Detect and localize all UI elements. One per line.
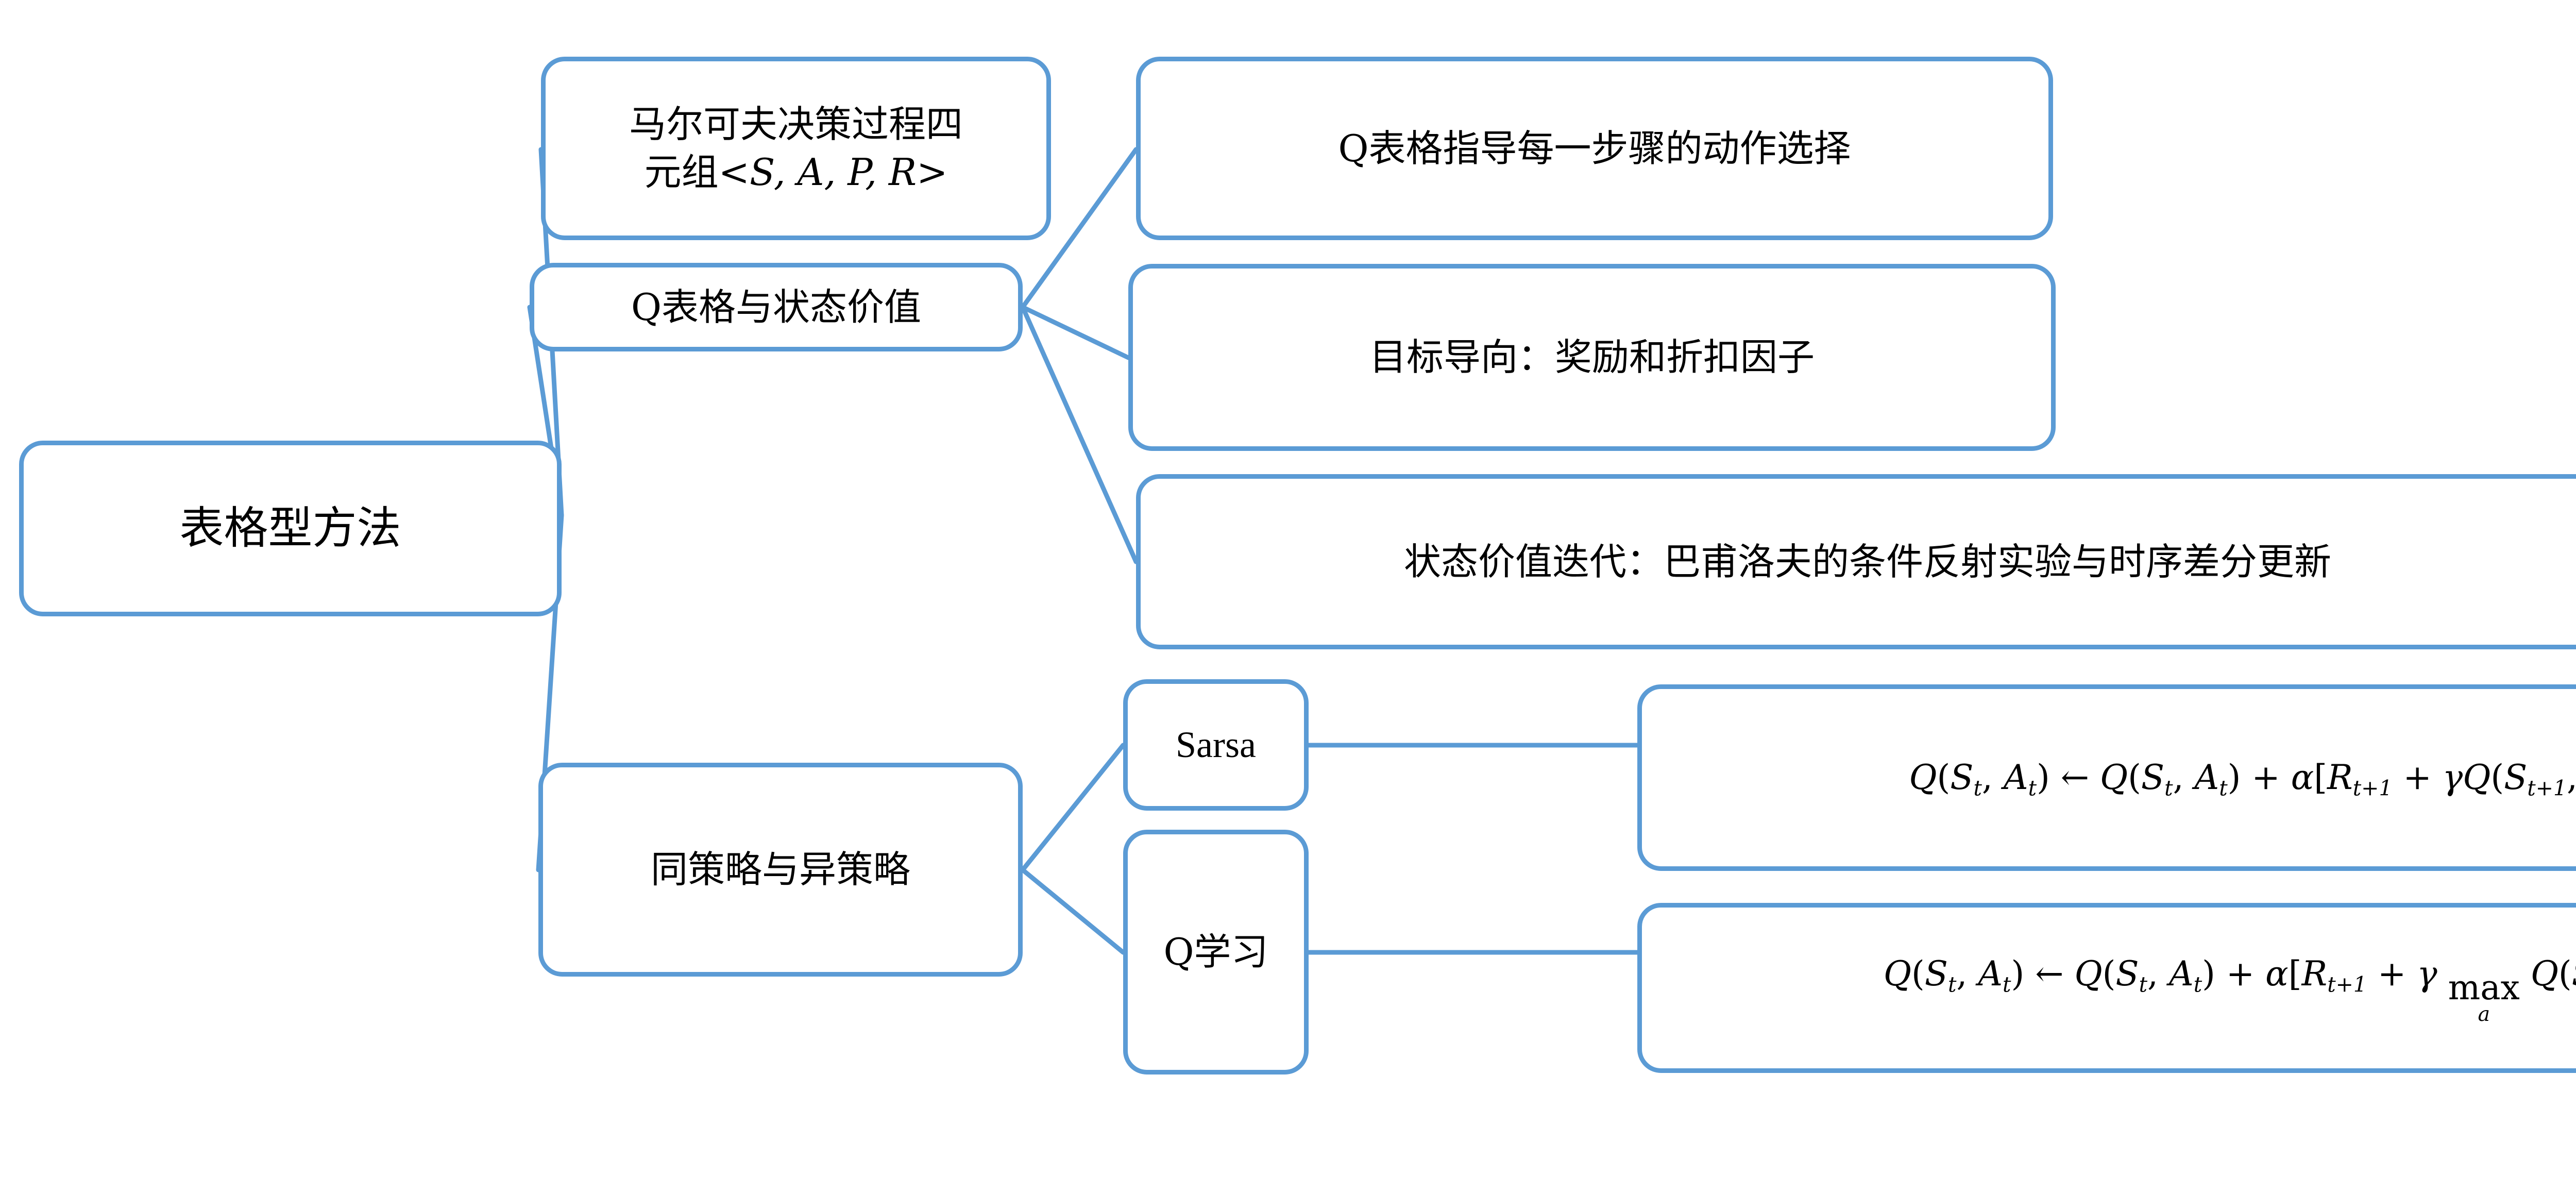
node-policy-label: 同策略与异策略 [650, 848, 910, 892]
node-mdp-line1: 马尔可夫决策过程四 [629, 102, 963, 146]
node-q-learning[interactable]: Q学习 [1123, 830, 1309, 1075]
edge-qtable-to-detail3 [1020, 305, 1139, 564]
node-sarsa-formula[interactable]: Q(St, At) ← Q(St, At) + α[Rt+1 + γQ(St+1… [1637, 684, 2576, 871]
node-root[interactable]: 表格型方法 [19, 441, 562, 616]
node-detail3-label: 状态价值迭代：巴甫洛夫的条件反射实验与时序差分更新 [1403, 540, 2331, 583]
node-mdp-tuple-open: < [718, 150, 750, 194]
node-detail-action-selection[interactable]: Q表格指导每一步骤的动作选择 [1136, 57, 2053, 240]
node-qtable-label: Q表格与状态价值 [631, 285, 922, 329]
node-mdp-tuple-close: > [917, 150, 948, 194]
node-mdp-label: 马尔可夫决策过程四 元组<S, A, P, R> [559, 100, 1033, 196]
node-qlearning-label: Q学习 [1163, 930, 1268, 974]
node-on-policy-off-policy[interactable]: 同策略与异策略 [538, 763, 1023, 977]
node-detail1-label: Q表格指导每一步骤的动作选择 [1338, 126, 1851, 170]
edge-qtable-to-detail1 [1020, 147, 1139, 310]
edge-qtable-to-detail2 [1020, 305, 1131, 360]
node-q-table-and-state-value[interactable]: Q表格与状态价值 [530, 263, 1023, 351]
node-markov-decision-process[interactable]: 马尔可夫决策过程四 元组<S, A, P, R> [541, 57, 1051, 240]
node-mdp-tuple: S, A, P, R [749, 150, 917, 194]
edge-policy-to-qlearning [1020, 867, 1126, 955]
node-detail2-label: 目标导向：奖励和折扣因子 [1369, 335, 1815, 379]
node-sarsa[interactable]: Sarsa [1123, 679, 1309, 811]
node-detail-goal-oriented[interactable]: 目标导向：奖励和折扣因子 [1128, 264, 2056, 451]
edge-policy-to-sarsa [1020, 743, 1126, 872]
sarsa-formula-expression: Q(St, At) ← Q(St, At) + α[Rt+1 + γQ(St+1… [1909, 757, 2576, 801]
node-root-label: 表格型方法 [179, 502, 401, 555]
node-sarsa-label: Sarsa [1176, 724, 1256, 766]
node-mdp-line2-prefix: 元组 [644, 150, 719, 194]
node-detail-state-value-iteration[interactable]: 状态价值迭代：巴甫洛夫的条件反射实验与时序差分更新 [1136, 474, 2576, 649]
